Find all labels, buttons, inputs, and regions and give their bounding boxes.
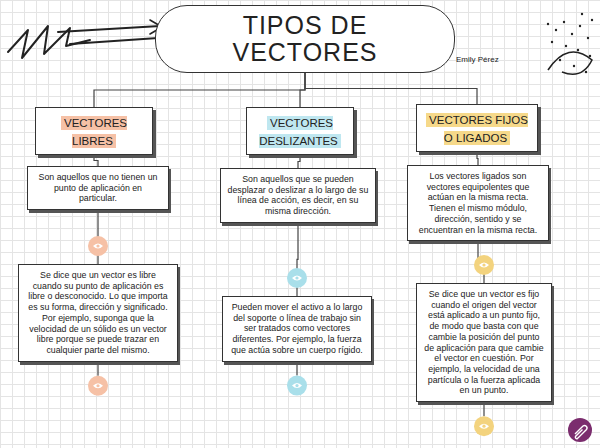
category-label: VECTORES LIBRES (61, 116, 127, 148)
body-text: Los vectores ligados son vectores equipo… (414, 171, 542, 235)
eye-icon (88, 236, 108, 256)
category-box: VECTORES LIBRES (35, 107, 153, 155)
attach-badge (568, 418, 592, 442)
eye-icon (88, 376, 108, 396)
title-box: TIPOS DE VECTORES (155, 5, 455, 73)
definition-box: Son aquellos que se pueden desplazar o d… (220, 168, 376, 223)
eye-icon (287, 268, 307, 288)
eye-icon (287, 376, 307, 396)
connector-line (94, 73, 305, 107)
connector-line (94, 155, 98, 166)
sketch-line (70, 38, 158, 44)
category-box: VECTORES FIJOS O LIGADOS (416, 104, 538, 152)
author-label: Emily Pérez (456, 55, 499, 64)
body-text: Se dice que un vector es libre cuando su… (25, 270, 171, 356)
body-text: Son aquellos que no tienen un punto de a… (34, 172, 162, 204)
category-box: VECTORES DESLIZANTES (246, 107, 354, 155)
category-label: VECTORES DESLIZANTES (259, 116, 341, 148)
example-box: Pueden mover el activo a lo largo del so… (222, 296, 372, 362)
example-box: Se dice que un vector es libre cuando su… (18, 264, 178, 362)
eye-icon (474, 255, 494, 275)
dot-scribble (547, 13, 593, 73)
definition-box: Son aquellos que no tienen un punto de a… (27, 166, 169, 210)
connector-line (477, 152, 478, 165)
example-box: Se dice que un vector es fijo cuando el … (416, 283, 552, 402)
scribble-arc (548, 52, 592, 74)
body-text: Pueden mover el activo a lo largo del so… (229, 302, 365, 356)
connector-line (305, 73, 477, 104)
body-text: Se dice que un vector es fijo cuando el … (423, 289, 545, 396)
stem-line (97, 362, 98, 376)
sketch-line (58, 26, 160, 32)
stem-line (296, 362, 297, 376)
connector-line (298, 155, 300, 168)
definition-box: Los vectores ligados son vectores equipo… (407, 165, 549, 241)
category-label: VECTORES FIJOS O LIGADOS (426, 113, 528, 145)
connector-line (300, 73, 305, 107)
title-text: TIPOS DE VECTORES (230, 12, 380, 66)
body-text: Son aquellos que se pueden desplazar o d… (227, 174, 369, 217)
stem-line (483, 402, 484, 416)
eye-icon (474, 416, 494, 436)
